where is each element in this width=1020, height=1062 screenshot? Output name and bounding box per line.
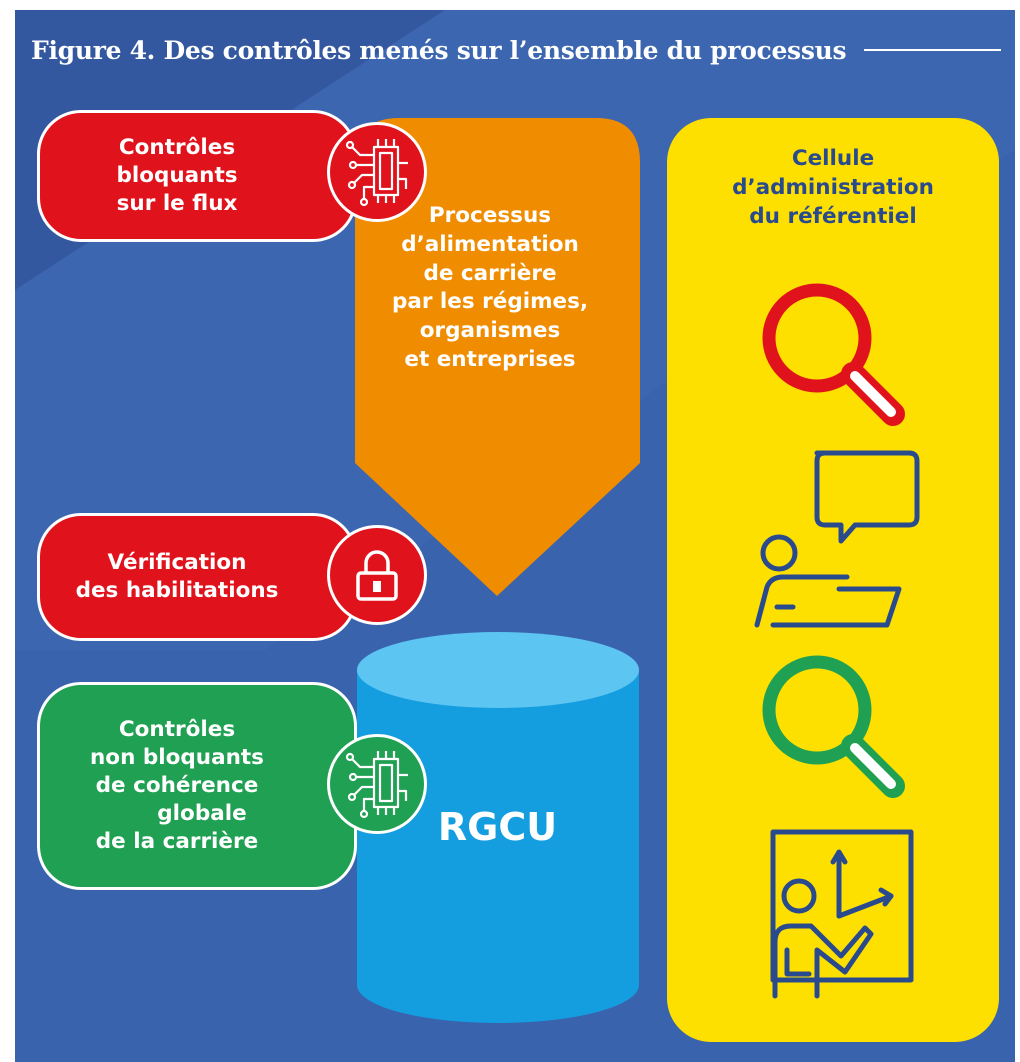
admin-cell-panel: Cellule d’administration du référentiel bbox=[667, 118, 999, 1042]
magnifier-red-icon bbox=[762, 283, 905, 426]
blocking-controls-box: Contrôles bloquants sur le flux bbox=[37, 110, 357, 242]
magnifier-green-icon bbox=[762, 655, 905, 798]
figure-frame: Figure 4. Des contrôles menés sur l’ense… bbox=[15, 10, 1015, 1062]
teacher-board-icon bbox=[770, 829, 914, 999]
admin-cell-title: Cellule d’administration du référentiel bbox=[732, 146, 934, 230]
rgcu-label: RGCU bbox=[437, 805, 558, 849]
circuit-icon bbox=[327, 122, 427, 222]
figure-title: Figure 4. Des contrôles menés sur l’ense… bbox=[31, 35, 847, 65]
figure-title-row: Figure 4. Des contrôles menés sur l’ense… bbox=[31, 30, 1001, 70]
person-laptop-speech-icon bbox=[754, 450, 920, 628]
coherence-controls-box: Contrôles non bloquants de cohérence glo… bbox=[37, 682, 357, 890]
circuit-icon bbox=[327, 734, 427, 834]
title-rule bbox=[864, 49, 1001, 51]
rgcu-database bbox=[357, 632, 639, 1023]
padlock-icon bbox=[327, 525, 427, 625]
process-label: Processus d’alimentation de carrière par… bbox=[391, 203, 589, 372]
process-arrow bbox=[355, 118, 640, 596]
authorization-check-box: Vérification des habilitations bbox=[37, 513, 357, 641]
